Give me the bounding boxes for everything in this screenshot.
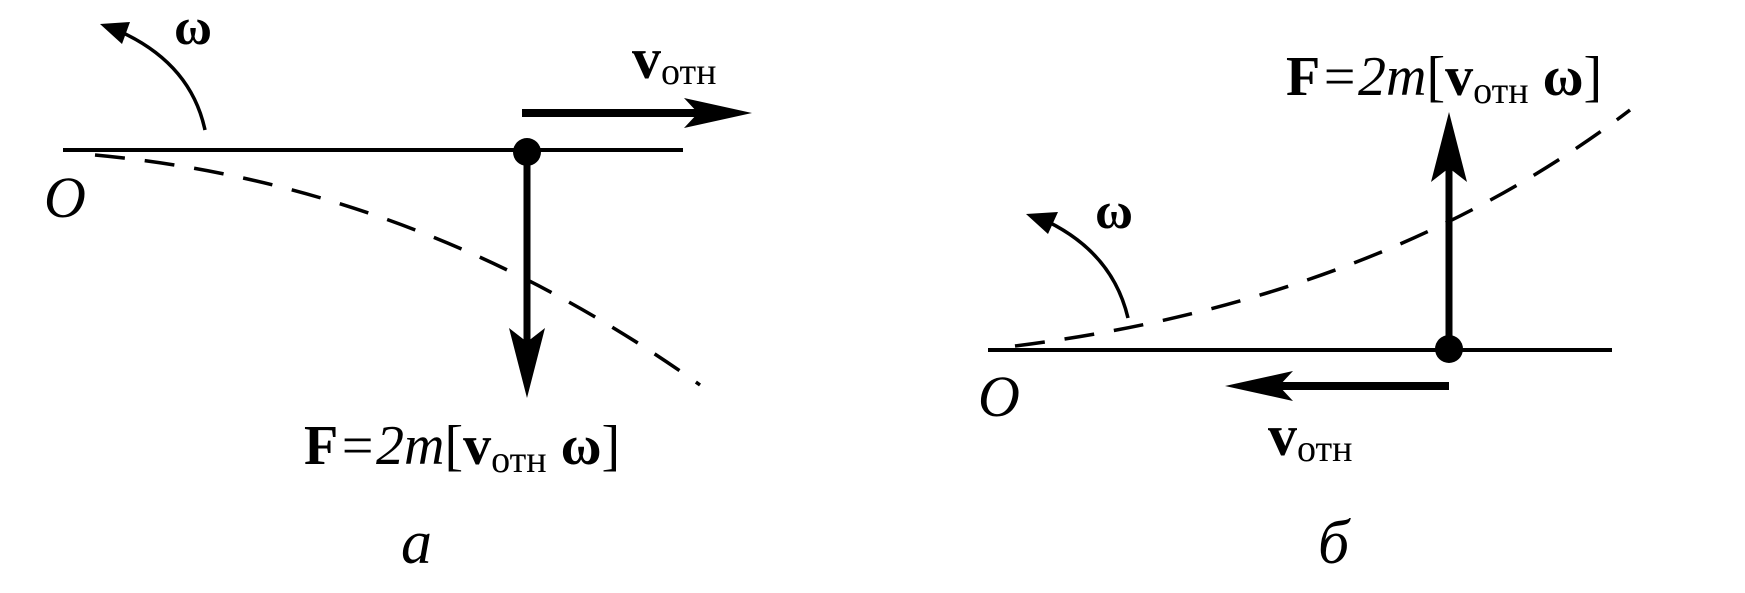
panel-b: O ω F=2m[vотн ω] vотн б [978, 46, 1632, 577]
omega-label-b: ω [1095, 183, 1133, 240]
trajectory-b [1014, 108, 1632, 348]
panel-a: O ω vотн F=2m[vотн ω] а [44, 0, 752, 577]
velocity-arrowhead-b [1225, 371, 1293, 401]
omega-arrowhead-a [100, 22, 130, 44]
force-arrowhead-a [509, 328, 545, 398]
velocity-label-b: vотн [1268, 403, 1352, 470]
omega-rotation-arrow-a [111, 26, 207, 131]
origin-label-a: O [44, 165, 86, 230]
origin-label-b: O [978, 364, 1020, 429]
omega-arrowhead-b [1026, 212, 1058, 234]
omega-label-a: ω [174, 0, 212, 56]
caption-a: а [401, 509, 432, 577]
velocity-label-a: vотн [632, 26, 716, 93]
force-arrowhead-b [1431, 112, 1467, 182]
trajectory-a [94, 153, 702, 387]
caption-b: б [1318, 509, 1351, 577]
velocity-arrowhead-a [684, 98, 752, 128]
force-formula-b: F=2m[vотн ω] [1286, 46, 1602, 112]
omega-rotation-arrow-b [1039, 216, 1130, 319]
force-formula-a: F=2m[vотн ω] [304, 415, 620, 481]
